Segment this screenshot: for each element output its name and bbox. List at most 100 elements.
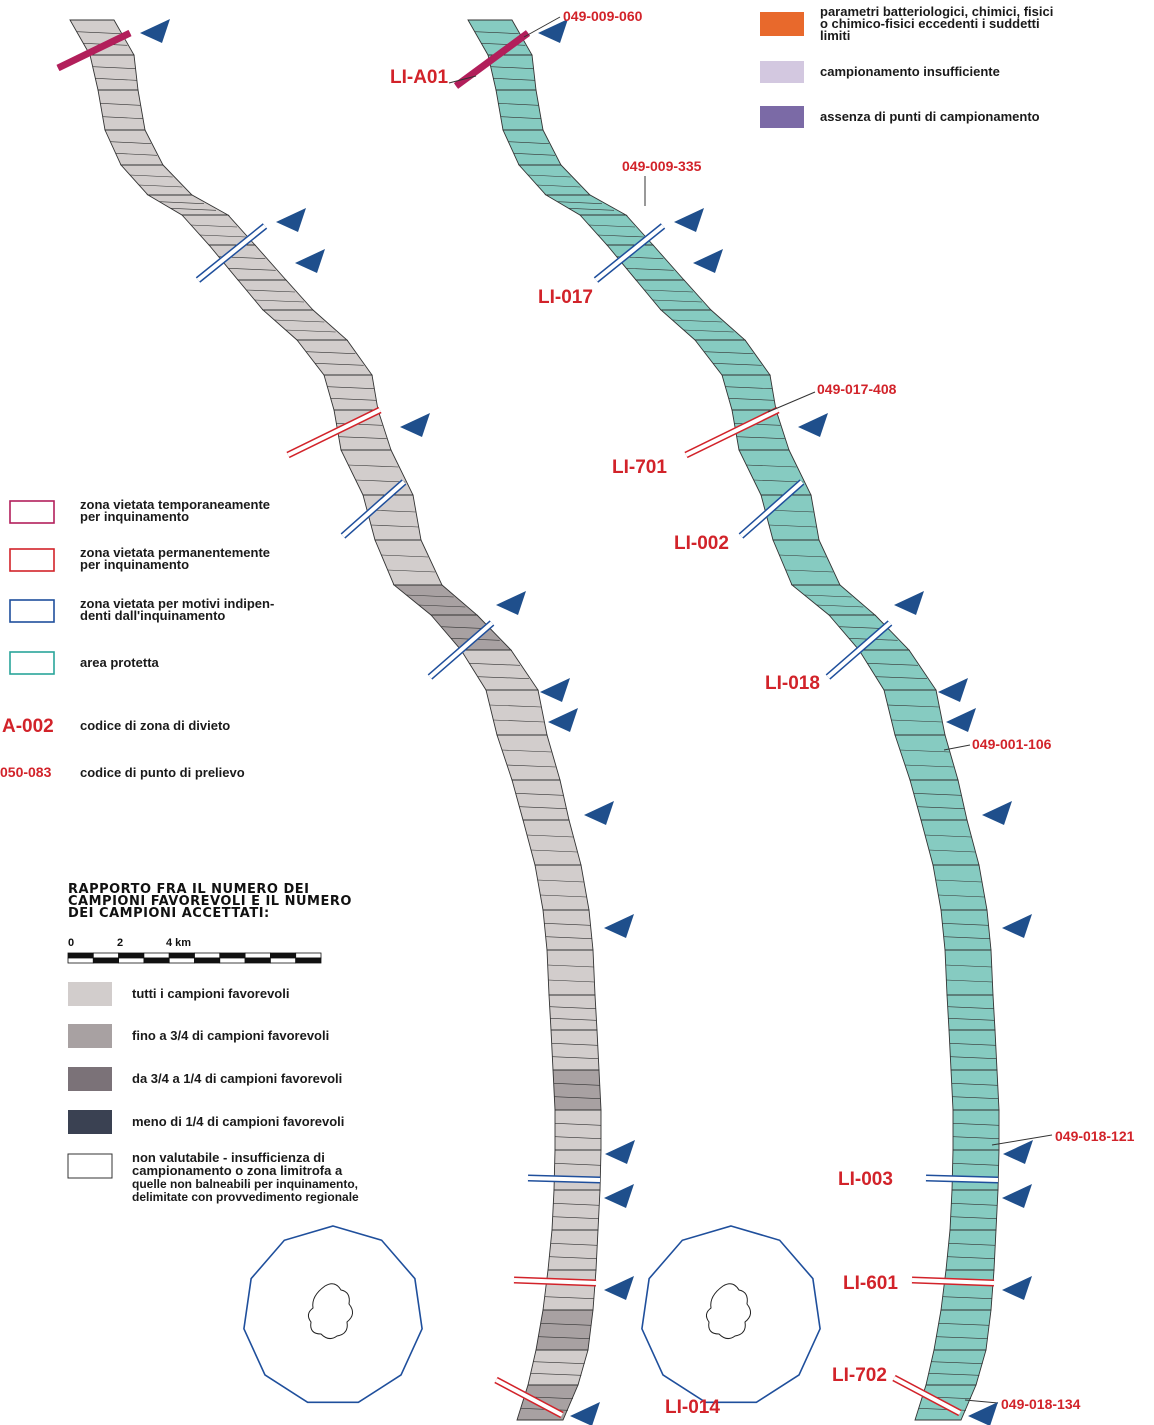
coast-division — [588, 224, 636, 228]
coast-division — [549, 1256, 597, 1259]
coast-division — [92, 66, 136, 69]
coast-division — [526, 834, 574, 838]
coast-division — [548, 979, 595, 983]
coast-division — [942, 923, 989, 926]
coast-division — [336, 423, 383, 426]
zone-code-li-017: LI-017 — [538, 287, 593, 308]
coast-segment — [535, 1309, 594, 1351]
leader-line — [991, 1134, 1053, 1146]
coast-segment — [527, 1349, 589, 1386]
coast-division — [746, 464, 797, 468]
coast-division — [947, 1256, 995, 1259]
scale-segment-top — [219, 952, 246, 959]
coast-segment — [516, 1384, 579, 1421]
coast-division — [515, 793, 564, 796]
coast-segment — [546, 949, 596, 996]
coast-division — [924, 834, 972, 838]
coast-segment — [104, 129, 164, 166]
coast-division — [867, 663, 919, 666]
legend-swatch-exceeding — [760, 12, 804, 36]
coast-division — [734, 423, 781, 426]
coast-division — [553, 1083, 600, 1086]
coast-division — [381, 554, 429, 558]
coast-division — [943, 936, 990, 939]
coast-segment — [952, 1109, 1000, 1151]
coast-division — [935, 879, 982, 883]
scale-segment-bottom — [168, 957, 195, 964]
ban-zone-right-002-inner — [739, 480, 804, 538]
coast-division — [554, 1096, 601, 1099]
coastline-strip-left — [69, 19, 602, 1421]
coast-division — [285, 329, 336, 333]
coast-division — [626, 268, 674, 271]
sampling-markers — [140, 19, 1033, 1425]
coast-segment — [772, 539, 841, 586]
zone-code-li-002: LI-002 — [674, 533, 729, 554]
coast-division — [530, 849, 578, 853]
scale-tick-4: 4 km — [166, 937, 191, 949]
sampling-marker-left — [295, 249, 325, 273]
coast-division — [533, 1361, 585, 1364]
coast-division — [95, 78, 137, 81]
ban-zone-right-003-inner — [925, 1176, 999, 1182]
legend-swatch-not-evaluable — [67, 1153, 113, 1179]
legend-label-insufficient: campionamento insufficiente — [820, 64, 1000, 79]
coast-division — [138, 184, 183, 188]
coast-division — [338, 436, 387, 439]
coast-division — [644, 289, 694, 293]
scale-segment-bottom — [219, 957, 246, 964]
coast-division — [816, 604, 864, 608]
island-left-outline — [307, 1283, 353, 1340]
coast-division — [703, 351, 754, 354]
ban-zones — [56, 16, 1053, 1419]
coast-segment — [517, 164, 592, 196]
coast-division — [948, 1018, 995, 1021]
coast-division — [736, 436, 785, 439]
coast-division — [102, 116, 143, 119]
coast-segment — [944, 949, 994, 996]
coast-segment — [547, 1229, 599, 1271]
ban-zone-right-601-inner — [911, 1278, 995, 1285]
sampling-marker-right — [538, 19, 568, 43]
island-right-boundary — [641, 1225, 821, 1404]
coast-division — [904, 764, 954, 768]
coast-division — [530, 1373, 582, 1376]
zone-code-li-a01: LI-A01 — [390, 67, 449, 88]
coast-division — [554, 1163, 601, 1166]
coast-segment — [932, 864, 988, 911]
ban-zone-left-701-inner — [287, 408, 381, 457]
coast-division — [406, 594, 454, 598]
coast-division — [549, 1006, 596, 1009]
coast-segment — [940, 1269, 995, 1311]
legend-swatch-three-quarter — [68, 1024, 112, 1048]
coast-division — [544, 1296, 595, 1299]
coast-division — [938, 894, 985, 898]
coast-segment — [548, 994, 598, 1031]
coast-division — [536, 184, 581, 188]
zone-code-li-014: LI-014 — [665, 1397, 720, 1418]
coast-division — [498, 103, 539, 106]
sampling-marker-right — [1002, 1276, 1032, 1300]
coast-division — [370, 524, 419, 528]
scale-segment-top — [244, 952, 271, 959]
coastline-strip-right — [467, 19, 1000, 1421]
coast-division — [952, 1123, 1000, 1126]
coast-segment — [635, 279, 713, 311]
coast-segment — [502, 129, 562, 166]
coast-division — [947, 1006, 994, 1009]
sampling-marker-right — [1002, 1184, 1032, 1208]
coast-segment — [323, 374, 379, 411]
scale-segment-top — [118, 952, 145, 959]
ban-zone-right-018-inner — [826, 621, 892, 679]
coast-division — [952, 1096, 999, 1099]
coast-segment — [544, 194, 628, 216]
coast-segment — [945, 1229, 997, 1271]
coast-division — [348, 464, 399, 468]
coast-segment — [460, 649, 539, 691]
legend-label-no-points: assenza di punti di campionamento — [820, 109, 1040, 124]
coast-segment — [362, 494, 422, 541]
coast-division — [129, 174, 173, 178]
coast-segment — [933, 1309, 992, 1351]
coast-segment — [261, 309, 349, 341]
ban-zone-right-701-inner — [685, 408, 779, 457]
